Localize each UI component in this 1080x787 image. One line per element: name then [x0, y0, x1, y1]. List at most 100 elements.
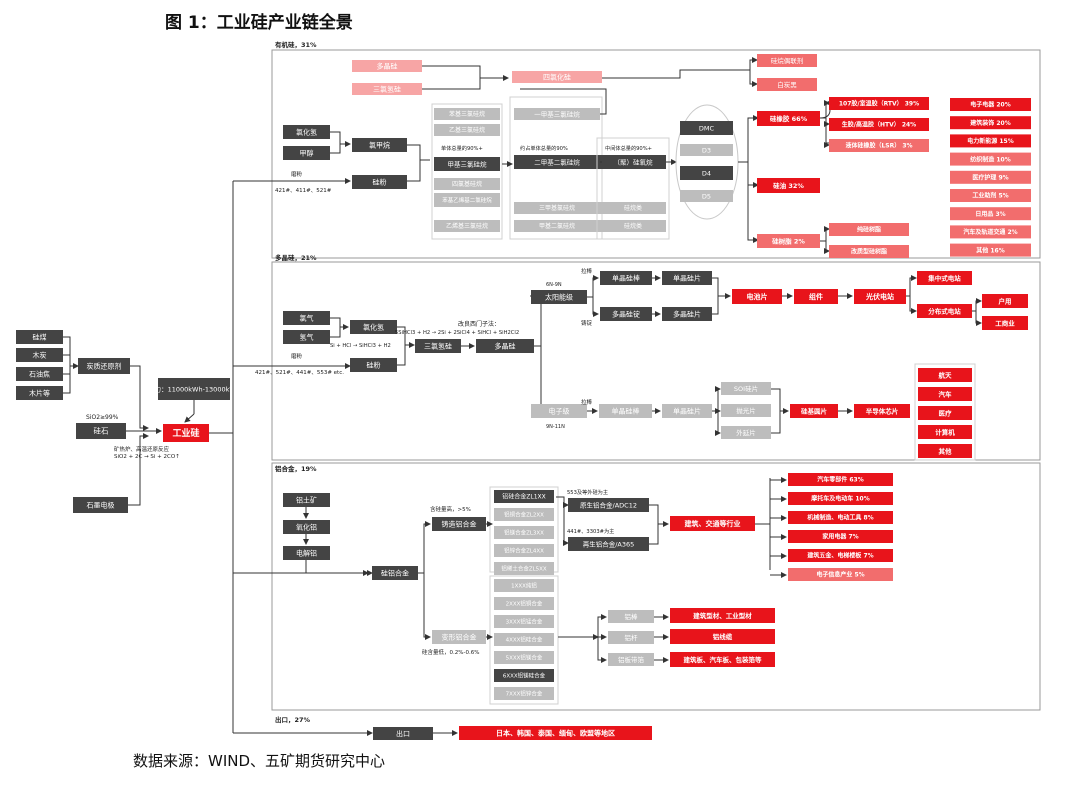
node-nodes-organic-pure_resin: 纯硅树脂 [829, 223, 909, 236]
label-labels-si_high: 含硅量高，>5% [430, 505, 471, 513]
connector-arrow [597, 637, 607, 663]
node-nodes-organic-m1: 苯基三氯硅烷 [434, 108, 500, 120]
node-label: 铝线缆 [713, 632, 733, 641]
node-nodes-alloy-wrought: 变形铝合金 [432, 630, 486, 644]
node-nodes-alloy-c5: 铝稀土合金ZL5XX [494, 562, 554, 575]
node-label: 汽车及轨道交通 2% [963, 228, 1017, 236]
node-nodes-poly-solar: 太阳能级 [531, 290, 587, 304]
connector-arrow [397, 326, 415, 348]
node-label: DMC [699, 124, 715, 132]
node-label: 单晶硅棒 [612, 407, 640, 416]
node-nodes-poly-hcl: 氯化氢 [350, 320, 397, 334]
node-nodes-organic-methanol: 甲醇 [283, 146, 330, 160]
node-nodes-alloy-strip: 铝板带箔 [608, 653, 654, 666]
node-label: 铝土矿 [296, 496, 317, 505]
node-label: 铝稀土合金ZL5XX [501, 564, 547, 572]
node-nodes-poly-cell: 电池片 [732, 289, 782, 304]
node-nodes-alloy-c1: 铝硅合金ZL1XX [494, 490, 554, 503]
node-nodes-poly-sipowder: 硅粉 [350, 358, 397, 372]
page-title: 图 1：工业硅产业链全景 [165, 13, 353, 33]
connector-arrow [649, 524, 659, 545]
node-label: 木炭 [33, 351, 47, 360]
node-label: 三氯氢硅 [373, 85, 401, 94]
node-nodes-alloy-w3: 3XXX铝锰合金 [494, 615, 554, 628]
label-sections-organic: 有机硅，31% [275, 40, 317, 49]
label-labels-cast: 铸锭 [581, 319, 593, 327]
node-nodes-alloy-bar: 铝棒 [608, 610, 654, 623]
node-label: 多晶硅 [377, 62, 398, 71]
label-labels-sio2: SiO2≥99% [86, 414, 119, 421]
node-nodes-alloy-u5: 建筑五金、电梯楼板 7% [788, 549, 893, 562]
node-nodes-alloy-u4: 家用电器 7% [788, 530, 893, 543]
node-nodes-organic-d3: 三甲基氯硅烷 [514, 202, 600, 214]
node-label: 铝镁合金ZL3XX [504, 528, 544, 536]
node-nodes-organic-u4: 纺织制造 10% [950, 152, 1031, 166]
node-label: 电子级 [549, 407, 570, 416]
label-labels-siemens: 改良西门子法： [458, 320, 500, 328]
node-label: D3 [702, 146, 711, 154]
node-nodes-organic-m2: 乙基三氯硅烷 [434, 124, 500, 136]
label-labels-pull1: 拉棒 [581, 267, 593, 275]
label-labels-furnace: 矿热炉、高温还原反应 [114, 445, 170, 453]
node-label: 电力新能源 15% [967, 137, 1013, 145]
node-nodes-organic-chloromethane: 氯甲烷 [352, 138, 407, 152]
node-label: 铝铜合金ZL2XX [504, 510, 544, 518]
node-label: 工业助剂 5% [972, 192, 1008, 200]
node-nodes-organic-m3: 甲基三氯硅烷 [434, 157, 500, 171]
node-nodes-alloy-c4: 铝锌合金ZL4XX [494, 544, 554, 557]
node-label: 氯气 [300, 314, 314, 323]
monomer-group [431, 103, 503, 240]
node-nodes-organic-d1: 一甲基三氯硅烷 [514, 108, 600, 120]
node-nodes-poly-elec: 电子级 [531, 404, 587, 418]
node-label: 摩托车及电动车 10% [810, 495, 869, 503]
node-nodes-organic-u8: 汽车及轨道交通 2% [950, 225, 1031, 239]
node-nodes-poly-polished: 抛光片 [721, 404, 771, 417]
node-nodes-raw2: 木炭 [16, 348, 63, 362]
node-label: 出口 [396, 729, 410, 738]
node-nodes-organic-mod_resin: 改质型硅树脂 [829, 245, 909, 258]
node-nodes-raw1: 硅煤 [16, 330, 63, 344]
node-nodes-raw4: 木片等 [16, 386, 63, 400]
node-nodes-poly-module: 组件 [794, 289, 838, 304]
node-nodes-alloy-w4: 4XXX铝硅合金 [494, 633, 554, 646]
node-label: 集中式电站 [927, 273, 961, 282]
node-label: 3XXX铝锰合金 [506, 617, 543, 625]
node-label: 乙烯基三氯硅烷 [446, 222, 488, 230]
connector-arrow [422, 65, 509, 81]
connector-arrow [738, 115, 759, 163]
node-label: 甲基二氯硅烷 [539, 222, 575, 230]
node-nodes-alloy-w6: 6XXX铝镁硅合金 [494, 669, 554, 682]
node-nodes-poly-hydrogen: 氢气 [283, 330, 330, 344]
node-label: 建筑、交通等行业 [685, 519, 741, 528]
node-nodes-raw3: 石油焦 [16, 367, 63, 381]
node-label: 电力：11000kWh-13000kWh [148, 384, 240, 393]
node-nodes-alloy-w2: 2XXX铝铜合金 [494, 597, 554, 610]
node-label: 光伏电站 [865, 292, 894, 301]
data-source-note: 数据来源：WIND、五矿期货研究中心 [133, 752, 386, 770]
node-label: 液体硅橡胶（LSR） 3% [845, 142, 912, 150]
node-nodes-organic-i3: 硅烷类 [600, 220, 666, 232]
node-nodes-power: 电力：11000kWh-13000kWh [148, 378, 240, 400]
node-nodes-organic-m4: 四氯基硅烷 [434, 178, 500, 190]
node-nodes-organic-dmc: DMC [680, 121, 733, 135]
node-label: 再生铝合金/A365 [583, 539, 635, 548]
node-label: 建筑板、汽车板、包装箔等 [683, 655, 763, 664]
node-label: 其他 16% [976, 246, 1004, 254]
node-label: 6XXX铝镁硅合金 [503, 671, 546, 679]
node-label: 苯基乙烯基二氯硅烷 [442, 196, 492, 204]
connector-arrow [712, 277, 731, 299]
node-label: 户用 [999, 296, 1012, 305]
node-nodes-alloy-strip_use: 建筑板、汽车板、包装箔等 [670, 652, 775, 667]
node-label: D4 [702, 169, 711, 177]
connector-arrow [749, 70, 758, 87]
node-label: 4XXX铝硅合金 [506, 635, 543, 643]
node-label: 医疗护理 9% [972, 173, 1008, 181]
connector-arrow [422, 78, 481, 90]
node-label: 多晶硅锭 [612, 310, 640, 319]
node-label: 工商业 [995, 318, 1015, 327]
node-label: 硅基圆片 [801, 406, 827, 415]
node-label: 电解铝 [296, 549, 317, 558]
node-label: 建筑型材、工业型材 [692, 611, 752, 620]
connector-arrow [63, 336, 71, 394]
intermediate-group [596, 137, 670, 240]
